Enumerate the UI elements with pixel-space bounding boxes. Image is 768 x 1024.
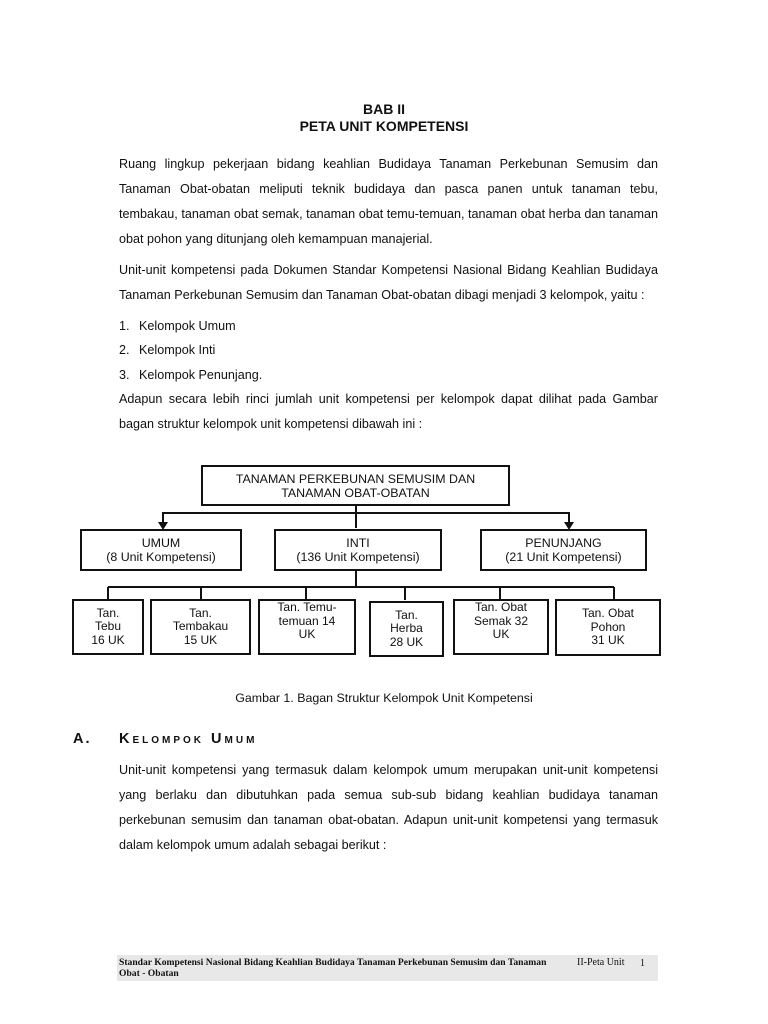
- section-title: Kelompok Umum: [119, 731, 258, 747]
- list-item: 3. Kelompok Penunjang.: [119, 368, 262, 382]
- group-label: INTI (136 Unit Kompetensi): [296, 536, 420, 564]
- leaf-box-tebu: Tan. Tebu 16 UK: [72, 599, 144, 655]
- page-title: PETA UNIT KOMPETENSI: [299, 118, 469, 134]
- leaf-label: Tan. Obat Pohon 31 UK: [581, 606, 635, 648]
- list-item: 1. Kelompok Umum: [119, 319, 236, 333]
- list-label: Kelompok Inti: [139, 343, 216, 357]
- group-box-inti: INTI (136 Unit Kompetensi): [274, 529, 442, 571]
- diagram-connectors: [107, 505, 615, 600]
- intro-paragraph: Ruang lingkup pekerjaan bidang keahlian …: [119, 157, 658, 246]
- figure-caption: Gambar 1. Bagan Struktur Kelompok Unit K…: [235, 691, 533, 705]
- leaf-box-herba: Tan. Herba 28 UK: [369, 601, 444, 657]
- footer-chapter: II-Peta Unit: [577, 957, 625, 968]
- leaf-label: Tan. Herba 28 UK: [389, 607, 424, 649]
- groups-paragraph: Unit-unit kompetensi pada Dokumen Standa…: [119, 263, 658, 302]
- detail-paragraph: Adapun secara lebih rinci jumlah unit ko…: [119, 392, 658, 431]
- list-number: 2.: [119, 343, 130, 357]
- group-box-umum: UMUM (8 Unit Kompetensi): [80, 529, 242, 571]
- leaf-label: Tan. Temu- temuan 14 UK: [277, 600, 337, 641]
- section-a-paragraph: Unit-unit kompetensi yang termasuk dalam…: [119, 763, 658, 852]
- list-label: Kelompok Penunjang.: [139, 368, 263, 382]
- leaf-label: Tan. Tebu 16 UK: [91, 605, 125, 647]
- leaf-box-tembakau: Tan. Tembakau 15 UK: [150, 599, 251, 655]
- group-label: PENUNJANG (21 Unit Kompetensi): [505, 536, 622, 564]
- list-number: 1.: [119, 319, 130, 333]
- leaf-label: Tan. Tembakau 15 UK: [172, 605, 229, 647]
- group-box-penunjang: PENUNJANG (21 Unit Kompetensi): [480, 529, 647, 571]
- footer-page-number: 1: [640, 958, 645, 969]
- diagram-root-label: TANAMAN PERKEBUNAN SEMUSIM DAN TANAMAN O…: [235, 471, 476, 500]
- list-item: 2. Kelompok Inti: [119, 343, 215, 357]
- leaf-box-pohon: Tan. Obat Pohon 31 UK: [555, 599, 661, 656]
- leaf-label: Tan. Obat Semak 32 UK: [473, 600, 529, 641]
- diagram-root-box: TANAMAN PERKEBUNAN SEMUSIM DAN TANAMAN O…: [201, 465, 510, 506]
- list-label: Kelompok Umum: [139, 319, 236, 333]
- list-number: 3.: [119, 368, 130, 382]
- footer-document-title: Standar Kompetensi Nasional Bidang Keahl…: [119, 957, 547, 979]
- section-letter: A.: [73, 731, 92, 747]
- leaf-box-temu-temuan: Tan. Temu- temuan 14 UK: [258, 599, 356, 655]
- group-label: UMUM (8 Unit Kompetensi): [106, 536, 216, 564]
- footer-bar: [117, 955, 658, 981]
- chapter-heading: BAB II: [363, 101, 405, 117]
- leaf-box-semak: Tan. Obat Semak 32 UK: [453, 599, 549, 655]
